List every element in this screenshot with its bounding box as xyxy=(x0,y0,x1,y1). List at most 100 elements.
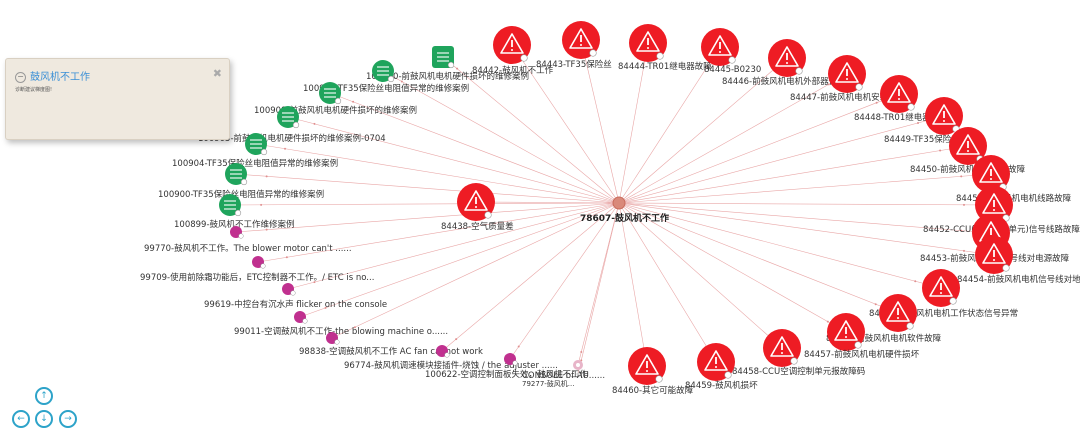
graph-node[interactable]: 84460-其它可能故障 xyxy=(612,347,694,396)
graph-node[interactable]: 100899-鼓风机不工作维修案例 xyxy=(174,194,295,230)
graph-node[interactable]: 99011-空调鼓风机不工作-the blowing machine o....… xyxy=(234,311,448,337)
graph-node[interactable]: 84445-B0230 xyxy=(701,28,761,75)
pan-down-button[interactable]: ↓ xyxy=(35,410,53,428)
graph-node[interactable]: 84443-TF35保险丝 xyxy=(536,21,612,70)
graph-node[interactable]: 96774-鼓风机调速模块接插件-烧蚀 / the adjuster .....… xyxy=(344,345,558,371)
info-badge-icon xyxy=(520,54,528,62)
info-badge-icon xyxy=(512,360,518,366)
warning-icon xyxy=(636,31,660,52)
edge-arrow xyxy=(265,175,268,178)
edge-line xyxy=(618,145,969,204)
pan-up-button[interactable]: ↑ xyxy=(35,387,53,405)
edge-line xyxy=(618,202,992,234)
edge-line xyxy=(580,39,620,204)
graph-node-label: 84451-前鼓风机电机线路故障 xyxy=(956,193,1072,204)
close-icon[interactable]: ✖ xyxy=(212,67,222,80)
edge-arrow xyxy=(914,280,917,283)
graph-node[interactable]: 84458-CCU空调控制单元报故障码 xyxy=(732,329,865,377)
graph-node[interactable]: 99709-使用前除霜功能后，ETC控制器不工作。/ ETC is no... xyxy=(140,256,374,283)
warning-icon-dot xyxy=(940,292,942,294)
graph-node[interactable]: 84456-前鼓风机电机软件故障 xyxy=(826,294,942,344)
edge-line xyxy=(618,73,848,204)
graph-node[interactable]: 100909-TF35保险丝电阻值异常的维修案例 xyxy=(303,60,469,94)
graph-node[interactable]: 84448-TR01继电器 xyxy=(854,75,931,123)
graph-node[interactable]: 84447-前鼓风机电机安装 xyxy=(790,55,889,103)
graph-node[interactable]: 84446-前鼓风机电机外部器件 xyxy=(722,39,838,87)
record-node-dot[interactable] xyxy=(576,372,580,376)
graph-node[interactable]: 79277-鼓风机... xyxy=(522,372,580,389)
info-badge-icon xyxy=(238,233,244,239)
edge-arrow xyxy=(265,228,268,231)
graph-edges xyxy=(229,39,995,375)
edge-arrow xyxy=(580,359,583,362)
graph-node[interactable]: 100904-TF35保险丝电阻值异常的维修案例 xyxy=(172,133,338,169)
graph-node[interactable]: 99770-鼓风机不工作。The blower motor can't ....… xyxy=(144,226,352,254)
graph-node[interactable]: 84438-空气质量差 xyxy=(441,183,514,232)
popup-title-text: 鼓风机不工作 xyxy=(30,72,90,83)
graph-node[interactable]: 84442-鼓风机不工作 xyxy=(472,26,554,76)
graph-node-label: 99709-使用前除霜功能后，ETC控制器不工作。/ ETC is no... xyxy=(140,272,374,283)
center-node-dot[interactable] xyxy=(612,196,626,210)
warning-icon-dot xyxy=(993,259,995,261)
graph-node-label: 100622-空调控制面板失效，鼓风机不工作 xyxy=(425,369,589,380)
graph-node-label: 84448-TR01继电器 xyxy=(854,112,931,123)
edge-line xyxy=(618,202,899,314)
edge-line xyxy=(618,93,900,204)
center-node[interactable]: 78607-鼓风机不工作 xyxy=(580,196,669,224)
edge-line xyxy=(577,202,620,375)
warning-icon-dot xyxy=(719,51,721,53)
popup-subtitle: 诊断建议梯度图! xyxy=(15,87,53,93)
info-badge-icon xyxy=(724,371,732,379)
graph-node[interactable]: 84449-TF35保险丝 xyxy=(884,97,963,145)
warning-icon xyxy=(932,104,956,125)
edge-line xyxy=(442,56,620,204)
edge-arrow xyxy=(874,303,877,306)
graph-node-label: 84438-空气质量差 xyxy=(441,221,514,232)
graph-node[interactable]: 84457-前鼓风机电机硬件损坏 xyxy=(804,313,920,360)
graph-node[interactable]: CONSOLE of AU...... xyxy=(522,360,605,381)
warning-icon xyxy=(500,33,524,54)
edge-line xyxy=(618,46,721,204)
warning-icon xyxy=(464,190,488,211)
warning-icon xyxy=(704,350,728,371)
info-badge-icon xyxy=(907,103,915,111)
graph-node[interactable]: 84454-前鼓风机电机信号线对地故障 xyxy=(957,236,1080,285)
graph-node[interactable]: 84459-鼓风机损坏 xyxy=(685,343,758,391)
edge-arrow xyxy=(313,122,316,125)
graph-node[interactable]: 100905-前鼓风机电机硬件损坏的维修案例-0704 xyxy=(198,106,386,144)
warning-icon xyxy=(982,193,1006,214)
edge-arrow xyxy=(284,147,287,150)
graph-node-label: 100909-TF35保险丝电阻值异常的维修案例 xyxy=(303,83,469,94)
warning-icon-dot xyxy=(647,47,649,49)
edge-line xyxy=(618,202,847,333)
popup-title: −鼓风机不工作 xyxy=(15,68,90,83)
graph-node[interactable]: 98838-空调鼓风机不工作 AC fan cannot work xyxy=(299,332,483,357)
graph-node[interactable]: 99619-中控台有沉水声 flicker on the console xyxy=(204,283,387,310)
graph-node[interactable]: 100908-前鼓风机电机硬件损坏的维修案例 xyxy=(254,82,417,116)
graph-node-label: 99011-空调鼓风机不工作-the blowing machine o....… xyxy=(234,326,448,337)
edge-arrow xyxy=(400,80,403,83)
collapse-icon[interactable]: − xyxy=(15,72,26,83)
graph-node[interactable]: 100900-TF35保险丝电阻值异常的维修案例 xyxy=(158,163,324,200)
graph-node[interactable]: 100622-空调控制面板失效，鼓风机不工作 xyxy=(425,353,589,380)
pan-right-button[interactable]: → xyxy=(59,410,77,428)
graph-node-label: 100905-前鼓风机电机硬件损坏的维修案例-0704 xyxy=(198,133,386,144)
graph-node[interactable]: 100910-前鼓风机电机硬件损坏的维修案例 xyxy=(366,46,529,82)
info-badge-icon xyxy=(387,75,395,83)
edge-line xyxy=(618,202,995,256)
graph-node[interactable]: 84455-前鼓风机电机工作状态信号异常 xyxy=(869,269,1018,319)
pan-left-button[interactable]: ← xyxy=(12,410,30,428)
graph-node[interactable]: 84451-前鼓风机电机线路故障 xyxy=(956,155,1072,204)
edge-line xyxy=(287,202,620,290)
warning-icon-dot xyxy=(781,352,783,354)
edge-line xyxy=(618,202,783,349)
graph-node-label: CONSOLE of AU...... xyxy=(522,371,605,381)
graph-node-label: 84446-前鼓风机电机外部器件 xyxy=(722,76,838,87)
edge-line xyxy=(441,202,620,352)
edge-line xyxy=(235,202,620,233)
graph-node[interactable]: 84450-前鼓风机电机线路故障 xyxy=(910,127,1026,175)
graph-node[interactable]: 84444-TR01继电器故障 xyxy=(618,24,712,72)
info-badge-icon xyxy=(484,211,492,219)
edge-arrow xyxy=(875,101,878,104)
